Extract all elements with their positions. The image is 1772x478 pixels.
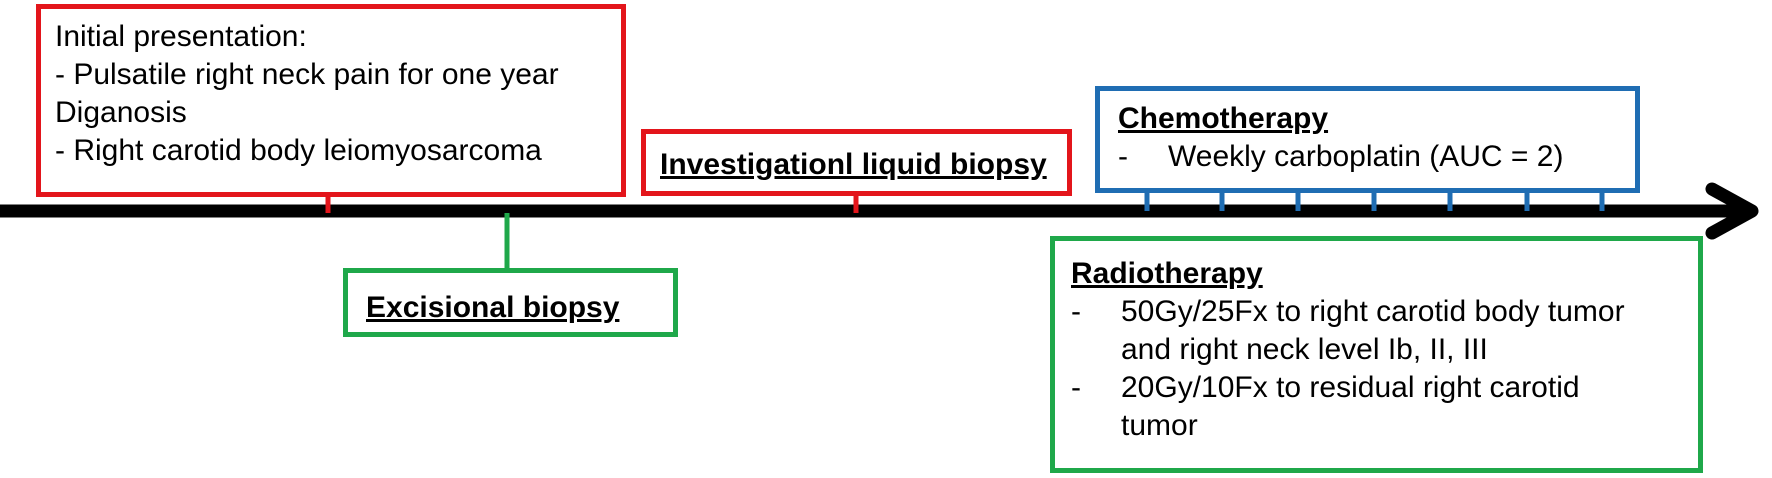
- chemotherapy-title: Chemotherapy: [1118, 102, 1329, 135]
- radiotherapy-box: Radiotherapy - 50Gy/25Fx to right caroti…: [1050, 236, 1703, 473]
- radiotherapy-bullet-2: -: [1071, 371, 1081, 404]
- initial-line-2: - Pulsatile right neck pain for one year: [55, 58, 559, 91]
- radiotherapy-item-2-line-2: tumor: [1121, 409, 1198, 442]
- chemotherapy-box: Chemotherapy - Weekly carboplatin (AUC =…: [1095, 86, 1640, 193]
- radiotherapy-bullet-1: -: [1071, 295, 1081, 328]
- chemotherapy-bullet: -: [1118, 140, 1128, 173]
- initial-line-3: Diganosis: [55, 96, 187, 129]
- radiotherapy-item-1-line-1: 50Gy/25Fx to right carotid body tumor: [1121, 295, 1625, 328]
- initial-line-1: Initial presentation:: [55, 20, 307, 53]
- radiotherapy-title: Radiotherapy: [1071, 257, 1263, 290]
- chemotherapy-item-text: Weekly carboplatin (AUC = 2): [1168, 140, 1564, 173]
- timeline-arrowhead: [1705, 182, 1759, 240]
- initial-line-4: - Right carotid body leiomyosarcoma: [55, 134, 542, 167]
- initial-presentation-box: Initial presentation: - Pulsatile right …: [36, 4, 626, 197]
- chemotherapy-item: - Weekly carboplatin (AUC = 2): [1118, 138, 1635, 176]
- radiotherapy-item-2: - 20Gy/10Fx to residual right carotid tu…: [1071, 369, 1698, 445]
- excisional-biopsy-title: Excisional biopsy: [366, 291, 620, 324]
- radiotherapy-item-1-line-2: and right neck level Ib, II, III: [1121, 333, 1488, 366]
- chemo-ticks: [1144, 193, 1605, 211]
- radiotherapy-item-1: - 50Gy/25Fx to right carotid body tumor …: [1071, 293, 1698, 369]
- radiotherapy-item-2-line-1: 20Gy/10Fx to residual right carotid: [1121, 371, 1580, 404]
- excisional-biopsy-box: Excisional biopsy: [343, 268, 678, 337]
- liquid-biopsy-title: Investigationl liquid biopsy: [660, 148, 1047, 181]
- liquid-biopsy-box: Investigationl liquid biopsy: [641, 129, 1072, 196]
